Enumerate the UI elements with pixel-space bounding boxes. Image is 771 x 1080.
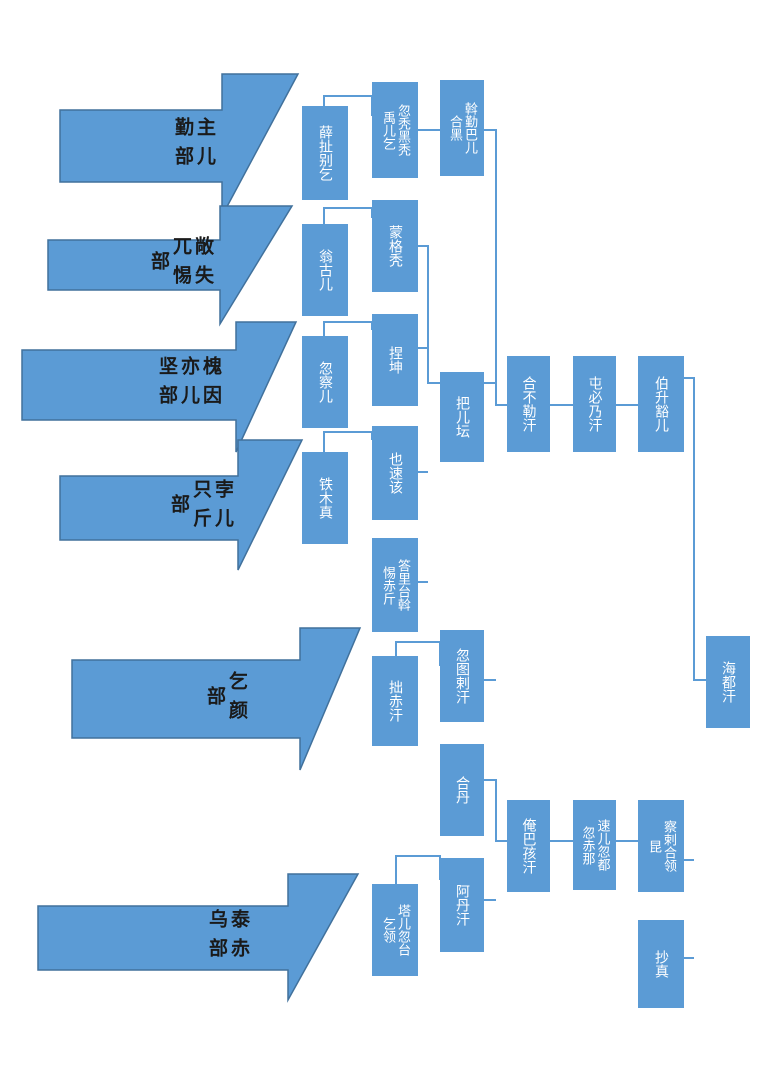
connector-hebule (484, 129, 507, 681)
arrow-weiyin (21, 321, 298, 453)
arrow-taichiwu (37, 873, 360, 1003)
node-hutulu: 忽图剌汗 (440, 630, 484, 722)
connector-adanhan (395, 855, 441, 884)
node-bardan: 把儿坛 (440, 372, 484, 462)
connector-mengge (323, 207, 373, 224)
connector-yesugai (323, 431, 373, 452)
tribe-taichiwu: 泰赤乌部 (206, 909, 250, 967)
node-chahe: 察剌合领 昆 (638, 800, 684, 892)
node-temujin: 铁木真 (302, 452, 348, 544)
connector-nekun (323, 321, 373, 336)
node-anbahai: 俺巴孩汗 (507, 800, 550, 892)
arrow-chaoshiwu (47, 205, 294, 327)
arrow-qiyan (71, 627, 362, 771)
tribe-qiyan: 乞颜部 (204, 671, 248, 729)
tribe-weiyin: 槐因亦儿坚部 (156, 356, 222, 414)
connector-bardan (418, 245, 440, 583)
node-hebule: 合不勒汗 (507, 356, 550, 452)
node-subuhu: 速儿忽都 忽赤那 (573, 800, 616, 890)
connector-anbahai (484, 779, 507, 901)
node-xieche: 薛扯别乞 (302, 106, 348, 200)
node-huchar: 忽察儿 (302, 336, 348, 428)
node-mengge: 蒙格秃 (372, 200, 418, 292)
node-wenggur: 翁古儿 (302, 224, 348, 316)
node-zhuchiken: 拙赤汗 (372, 656, 418, 746)
node-boshengge: 伯升豁儿 (638, 356, 684, 452)
connector-haidu (684, 377, 706, 959)
node-daliday: 答里台斡 惕赤斤 (372, 538, 418, 632)
tribe-chaoshiwu: 敞失兀惕部 (148, 236, 214, 294)
node-haidu: 海都汗 (706, 636, 750, 728)
node-hedan: 合丹 (440, 744, 484, 836)
tribe-zhuerjin: 主儿勤部 (172, 117, 216, 175)
node-tadang: 塔儿忽台 乞领 (372, 884, 418, 976)
node-chaozhen: 抄真 (638, 920, 684, 1008)
node-yesugai: 也速该 (372, 426, 418, 520)
node-nekun: 捏坤 (372, 314, 418, 406)
node-adanhan: 阿丹汗 (440, 858, 484, 952)
tribe-boerzhijin: 孛儿只斤部 (168, 479, 234, 537)
node-dunbinai: 屯必乃汗 (573, 356, 616, 452)
node-huchaheiche: 忽秃黑秃 禹儿乞 (372, 82, 418, 178)
arrow-zhuerjin (59, 73, 300, 217)
arrow-boerzhijin (59, 439, 304, 571)
node-wolebahe: 斡勤巴儿 合黑 (440, 80, 484, 176)
